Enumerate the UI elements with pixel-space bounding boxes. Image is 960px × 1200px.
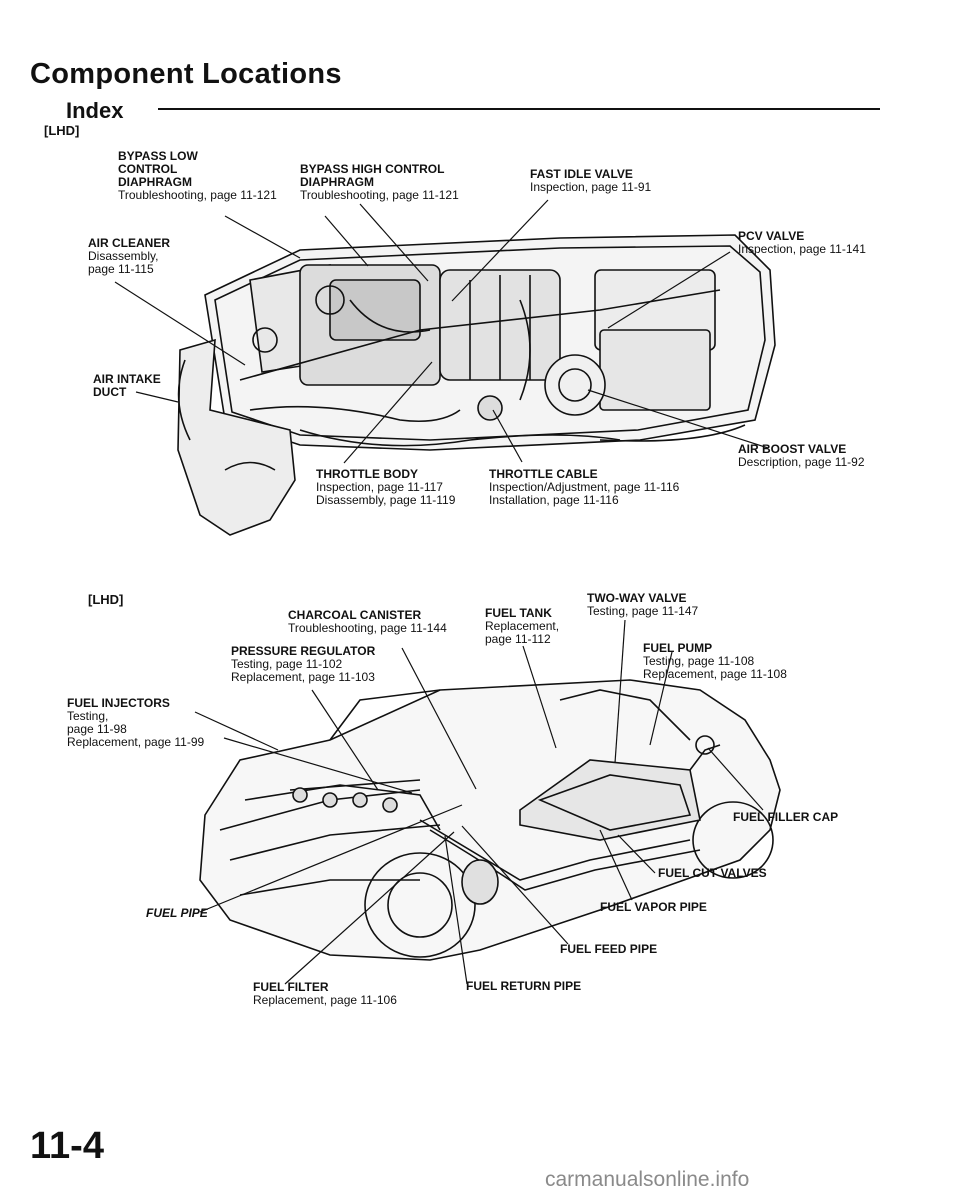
callout-desc: Replacement, page 11-112 [485, 619, 560, 646]
callout-name: THROTTLE BODY [316, 467, 418, 481]
callout-bypass-low-control-diaphragm: BYPASS LOW CONTROL DIAPHRAGM Troubleshoo… [118, 150, 277, 202]
fuel-section-label: [LHD] [88, 592, 124, 607]
callout-name: FUEL RETURN PIPE [466, 979, 582, 993]
callout-throttle-cable: THROTTLE CABLE Inspection/Adjustment, pa… [489, 468, 679, 507]
callout-name: AIR BOOST VALVE [738, 442, 847, 456]
callout-desc: Testing, page 11-108 Replacement, page 1… [643, 654, 787, 681]
leader-lines [114, 199, 769, 985]
callout-air-cleaner: AIR CLEANER Disassembly, page 11-115 [88, 237, 170, 276]
callout-two-way-valve: TWO-WAY VALVE Testing, page 11-147 [587, 592, 698, 618]
callout-pcv-valve: PCV VALVE Inspection, page 11-141 [738, 230, 866, 256]
callout-name: FUEL VAPOR PIPE [600, 900, 707, 914]
callout-desc: Inspection, page 11-117 Disassembly, pag… [316, 480, 456, 507]
page-number: 11-4 [30, 1125, 104, 1167]
watermark: carmanualsonline.info [545, 1168, 750, 1191]
callout-bypass-high-control-diaphragm: BYPASS HIGH CONTROL DIAPHRAGM Troublesho… [300, 163, 459, 202]
callout-name: THROTTLE CABLE [489, 467, 598, 481]
callout-fuel-vapor-pipe: FUEL VAPOR PIPE [600, 901, 707, 914]
callout-name: PCV VALVE [738, 229, 805, 243]
callout-name: CHARCOAL CANISTER [288, 608, 422, 622]
callout-desc: Inspection, page 11-141 [738, 242, 866, 256]
callout-desc: Troubleshooting, page 11-121 [118, 188, 277, 202]
header-rule [158, 108, 880, 110]
callout-name: TWO-WAY VALVE [587, 591, 687, 605]
callout-fuel-filter: FUEL FILTER Replacement, page 11-106 [253, 981, 397, 1007]
callout-name: FUEL INJECTORS [67, 696, 170, 710]
callout-desc: Troubleshooting, page 11-144 [288, 621, 447, 635]
callout-air-boost-valve: AIR BOOST VALVE Description, page 11-92 [738, 443, 865, 469]
callout-desc: Disassembly, page 11-115 [88, 249, 159, 276]
callout-desc: Troubleshooting, page 11-121 [300, 188, 459, 202]
callout-name: AIR INTAKE DUCT [93, 372, 161, 399]
callout-fuel-injectors: FUEL INJECTORS Testing, page 11-98 Repla… [67, 697, 204, 749]
callout-fuel-filler-cap: FUEL FILLER CAP [733, 811, 838, 824]
callout-name: FUEL FEED PIPE [560, 942, 658, 956]
callout-desc: Inspection/Adjustment, page 11-116 Insta… [489, 480, 680, 507]
callout-name: FUEL TANK [485, 606, 552, 620]
callout-desc: Testing, page 11-98 Replacement, page 11… [67, 709, 205, 749]
callout-name: FUEL PUMP [643, 641, 713, 655]
section-subtitle: Index [66, 98, 124, 123]
callout-fuel-feed-pipe: FUEL FEED PIPE [560, 943, 657, 956]
callout-name: FUEL CUT VALVES [658, 866, 767, 880]
callout-desc: Testing, page 11-102 Replacement, page 1… [231, 657, 375, 684]
callout-desc: Description, page 11-92 [738, 455, 865, 469]
callout-name: FUEL FILLER CAP [733, 810, 839, 824]
callout-desc: Inspection, page 11-91 [530, 180, 652, 194]
callout-fuel-pump: FUEL PUMP Testing, page 11-108 Replaceme… [643, 642, 787, 681]
callout-fast-idle-valve: FAST IDLE VALVE Inspection, page 11-91 [530, 168, 651, 194]
vehicle-fuel-system-illustration [199, 679, 781, 961]
callout-name: FAST IDLE VALVE [530, 167, 633, 181]
callout-desc: Replacement, page 11-106 [253, 993, 397, 1007]
engine-section-label: [LHD] [44, 123, 80, 138]
callout-name: FUEL PIPE [146, 906, 208, 920]
callout-name: FUEL FILTER [253, 980, 329, 994]
callout-fuel-tank: FUEL TANK Replacement, page 11-112 [485, 607, 559, 646]
callout-name: BYPASS LOW CONTROL DIAPHRAGM [118, 149, 198, 189]
callout-desc: Testing, page 11-147 [587, 604, 699, 618]
callout-name: PRESSURE REGULATOR [231, 644, 376, 658]
callout-pressure-regulator: PRESSURE REGULATOR Testing, page 11-102 … [231, 645, 375, 684]
callout-throttle-body: THROTTLE BODY Inspection, page 11-117 Di… [316, 468, 455, 507]
page-title: Component Locations [30, 58, 342, 90]
callout-fuel-pipe: FUEL PIPE [146, 907, 208, 920]
engine-bay-illustration [177, 234, 776, 536]
callout-fuel-return-pipe: FUEL RETURN PIPE [466, 980, 581, 993]
callout-fuel-cut-valves: FUEL CUT VALVES [658, 867, 767, 880]
callout-charcoal-canister: CHARCOAL CANISTER Troubleshooting, page … [288, 609, 447, 635]
callout-air-intake-duct: AIR INTAKE DUCT [93, 373, 161, 399]
callout-name: AIR CLEANER [88, 236, 171, 250]
callout-name: BYPASS HIGH CONTROL DIAPHRAGM [300, 162, 445, 189]
